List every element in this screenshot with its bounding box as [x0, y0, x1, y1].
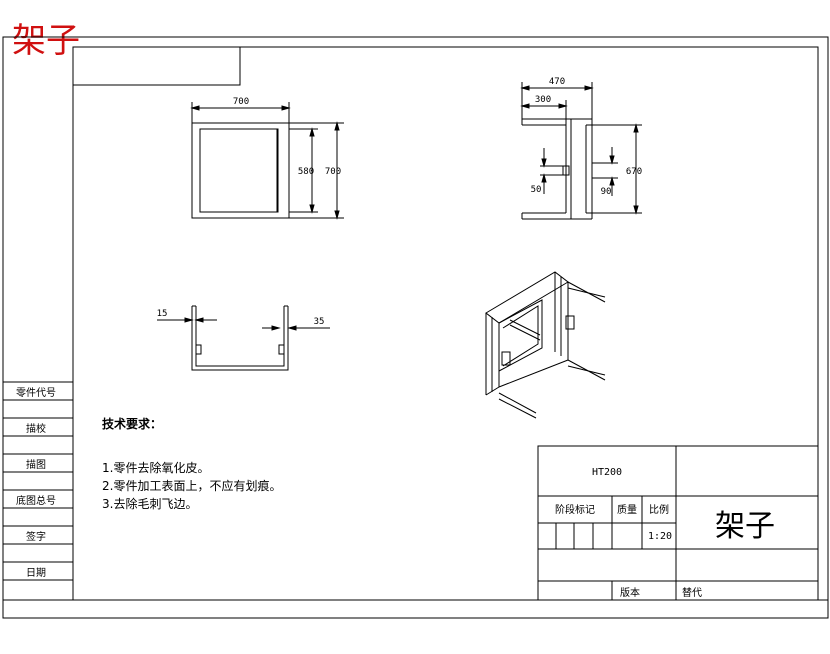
reference-box — [73, 47, 241, 86]
title-part-name: 架子 — [715, 509, 775, 544]
title-version: 版本 — [620, 586, 640, 599]
dim-front-height: 700 — [325, 167, 341, 177]
side-view — [520, 82, 642, 220]
isometric-view — [485, 271, 606, 419]
strip-label-trace-check: 描校 — [26, 422, 46, 435]
title-replace: 替代 — [682, 586, 702, 599]
dim-side-height: 670 — [626, 167, 642, 177]
left-strip — [3, 381, 73, 581]
inner-border — [72, 46, 819, 601]
tech-requirement-item: 3.去除毛刺飞边。 — [102, 496, 197, 511]
corner-title: 架子 — [12, 21, 80, 61]
dim-section-right: 35 — [314, 317, 325, 327]
title-scale-value: 1:20 — [648, 531, 672, 542]
tech-requirement-item: 1.零件去除氧化皮。 — [102, 460, 209, 475]
dim-side-top: 470 — [549, 77, 565, 87]
title-block — [537, 445, 819, 601]
tech-requirements-heading: 技术要求： — [102, 416, 162, 431]
tech-requirement-item: 2.零件加工表面上，不应有划痕。 — [102, 478, 281, 493]
strip-label-date: 日期 — [26, 567, 46, 579]
strip-label-base-number: 底图总号 — [16, 494, 56, 507]
title-stage-mark: 阶段标记 — [555, 503, 595, 516]
dim-section-left: 15 — [157, 309, 168, 319]
strip-label-part-code: 零件代号 — [16, 387, 56, 399]
title-scale-label: 比例 — [649, 503, 669, 516]
front-view — [190, 102, 344, 220]
strip-label-trace-drawing: 描图 — [26, 458, 46, 471]
dim-front-width: 700 — [233, 97, 249, 107]
section-view — [157, 305, 330, 371]
dim-front-inner-height: 580 — [298, 167, 314, 177]
outer-border — [2, 36, 829, 619]
title-material: HT200 — [592, 467, 622, 478]
dim-side-inner: 300 — [535, 95, 551, 105]
dim-side-mid: 90 — [601, 187, 612, 197]
dim-side-small: 50 — [531, 185, 542, 195]
title-mass: 质量 — [617, 504, 637, 516]
strip-label-signature: 签字 — [26, 530, 46, 543]
